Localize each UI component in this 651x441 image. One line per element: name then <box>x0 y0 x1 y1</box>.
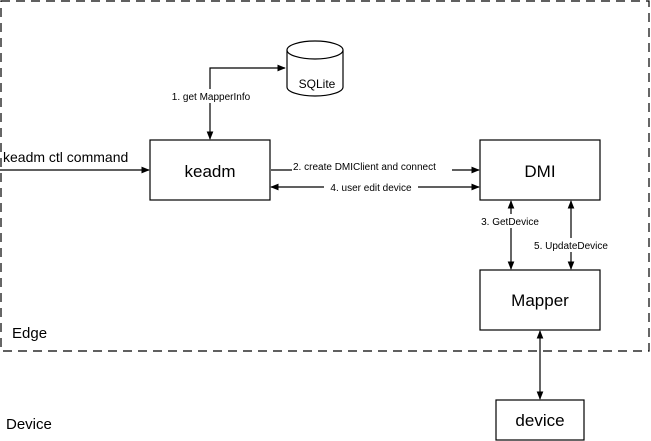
sqlite-label: SQLite <box>299 77 336 91</box>
input-command-label: keadm ctl command <box>3 149 128 165</box>
sqlite-database-node: SQLite <box>286 40 344 97</box>
device-label: device <box>515 411 564 430</box>
step4-label: 4. user edit device <box>330 183 412 194</box>
device-region-label: Device <box>6 416 52 433</box>
device-node <box>495 399 585 441</box>
step5-label: 5. UpdateDevice <box>534 241 608 252</box>
edge-region-label: Edge <box>12 325 47 342</box>
step2-label: 2. create DMIClient and connect <box>293 162 436 173</box>
step3-label: 3. GetDevice <box>481 217 539 228</box>
step1-arrow <box>206 64 286 140</box>
step1-label: 1. get MapperInfo <box>172 92 251 103</box>
edge-region-boundary <box>0 0 650 352</box>
dmi-node <box>479 139 601 201</box>
mapper-label: Mapper <box>511 291 569 310</box>
keadm-node <box>149 139 271 201</box>
dmi-label: DMI <box>524 162 555 181</box>
mapper-node <box>479 269 601 331</box>
keadm-label: keadm <box>184 162 235 181</box>
